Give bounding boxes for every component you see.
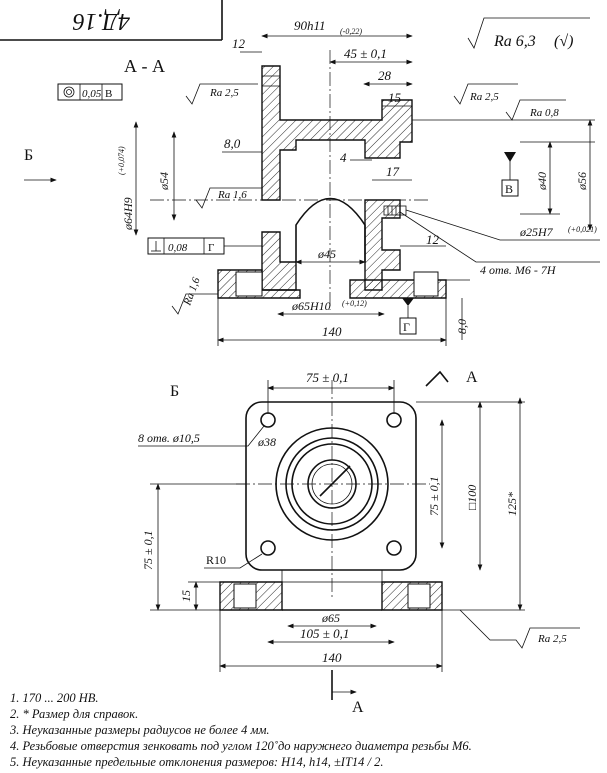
bolt-hole-4: [386, 540, 402, 556]
dim-15: 15: [388, 90, 402, 105]
view-holes: 8 отв. ø10,5: [138, 431, 200, 445]
perpendicularity-tolerance-frame: 0,08 Г: [147, 237, 262, 255]
dim-8-0-base: 8,0: [455, 319, 469, 334]
view-dim-140: 140: [322, 650, 342, 665]
dim-90-tol: (-0,22): [340, 27, 362, 36]
datum-b-label: В: [505, 182, 513, 196]
dim-40: ø40: [535, 172, 549, 191]
dim-8-0: 8,0: [224, 136, 241, 151]
datum-b: В: [501, 152, 519, 197]
view-b: Б А А 75 ± 0,1 8 от: [138, 369, 580, 716]
view-dim-75-top: 75 ± 0,1: [306, 370, 349, 385]
cut-label-top: А: [466, 369, 478, 386]
dim-65: ø65H10: [291, 299, 331, 313]
dim-17: 17: [386, 164, 400, 179]
ra-1-6-mid: Ra 1,6: [217, 189, 247, 201]
dim-140-section: 140: [322, 324, 342, 339]
dim-56: ø56: [575, 172, 589, 191]
note-3: 3. Неуказанные размеры радиусов не более…: [10, 723, 270, 737]
holes-thread: 4 отв. М6 - 7Н: [480, 263, 557, 277]
runout-datum: В: [105, 88, 112, 100]
dim-90: 90h11: [294, 18, 326, 33]
dim-12-right: 12: [426, 232, 440, 247]
runout-icon: [63, 86, 75, 98]
dim-4: 4: [340, 150, 347, 165]
datum-g-label: Г: [403, 320, 410, 334]
view-arrow-label: Б: [24, 147, 33, 164]
dim-45: 45 ± 0,1: [344, 46, 387, 61]
bolt-hole-2: [386, 412, 402, 428]
ra-0-8: Ra 0,8: [529, 107, 559, 119]
view-dim-125: 125*: [505, 492, 519, 516]
note-2: 2. * Размер для справок.: [10, 707, 139, 721]
dim-25: ø25H7: [519, 225, 554, 239]
dim-45-inner: ø45: [317, 247, 336, 261]
view-dim-75-left: 75 ± 0,1: [141, 530, 155, 570]
dim-64: ø64H9: [121, 197, 135, 231]
view-dim-105: 105 ± 0,1: [300, 626, 349, 641]
dim-12-top: 12: [232, 36, 246, 51]
dim-25-tol: (+0,021): [568, 225, 597, 234]
dim-54: ø54: [157, 172, 171, 191]
view-dim-65: ø65: [321, 611, 340, 625]
cut-label-bottom: А: [352, 699, 364, 716]
runout-tolerance-frame: 0,05 В: [57, 83, 123, 101]
general-roughness-value: Ra 6,3: [493, 33, 536, 50]
section-label: А - А: [124, 56, 165, 76]
perp-value: 0,08: [168, 242, 188, 254]
general-roughness-mark: (√): [554, 33, 573, 50]
view-dim-75-right: 75 ± 0,1: [427, 476, 441, 516]
view-r10: R10: [206, 553, 226, 567]
title-code: 4Д.16: [73, 8, 130, 34]
ra-1-6-base: Ra 1,6: [181, 275, 203, 308]
section-top-flange: [261, 65, 413, 201]
ra-2-5-right: Ra 2,5: [469, 91, 499, 103]
dim-28: 28: [378, 68, 392, 83]
view-dim-38: ø38: [257, 435, 276, 449]
perp-datum: Г: [208, 242, 214, 254]
section-right-wall: [364, 199, 401, 291]
view-dim-15: 15: [179, 590, 193, 602]
view-ra-2-5: Ra 2,5: [537, 633, 567, 645]
dim-64-tol: (+0,074): [117, 146, 126, 175]
runout-value: 0,05: [82, 88, 102, 100]
view-sq-100: □100: [465, 485, 479, 510]
ra-2-5-left: Ra 2,5: [209, 87, 239, 99]
section-a-a: А - А 0,05 В Б: [24, 18, 600, 346]
note-4: 4. Резьбовые отверстия зенковать под угл…: [10, 739, 472, 753]
view-b-label: Б: [170, 383, 179, 400]
bolt-hole-1: [260, 412, 276, 428]
title-stamp: 4Д.16: [0, 0, 223, 41]
dim-65-tol: (+0,12): [342, 299, 367, 308]
datum-g: Г: [399, 298, 417, 335]
general-roughness: Ra 6,3 (√): [467, 17, 590, 50]
bolt-hole-3: [260, 540, 276, 556]
note-1: 1. 170 ... 200 НВ.: [10, 691, 99, 705]
notes-block: 1. 170 ... 200 НВ. 2. * Размер для справ…: [10, 690, 605, 770]
section-left-wall: [261, 231, 297, 291]
note-5: 5. Неуказанные предельные отклонения раз…: [10, 755, 384, 769]
